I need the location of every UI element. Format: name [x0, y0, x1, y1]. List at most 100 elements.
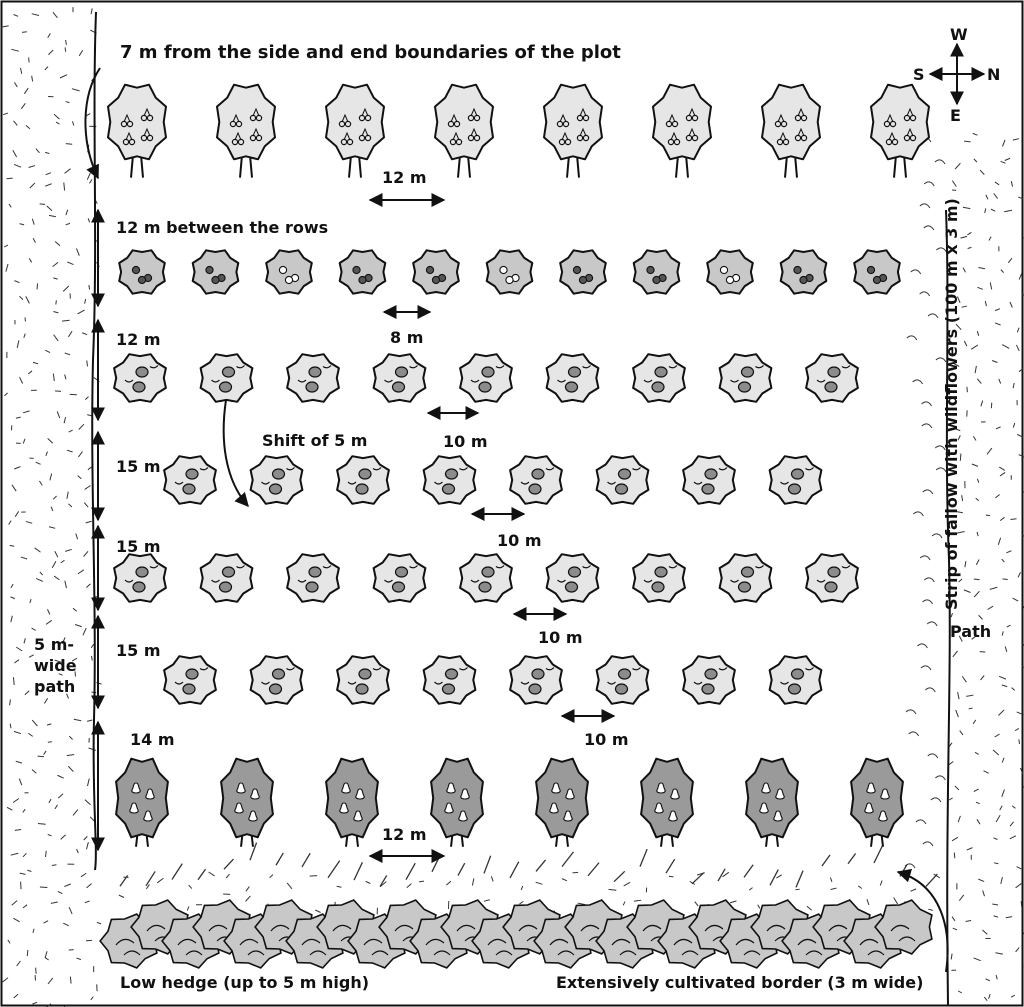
texture-dash: [977, 819, 980, 824]
apple-fruit-icon: [825, 582, 837, 592]
wildflower-mark: [923, 600, 933, 604]
texture-dash: [974, 591, 979, 597]
row-gap-label-1: 12 m between the rows: [116, 218, 328, 237]
texture-dash: [977, 479, 978, 483]
texture-dash: [967, 848, 973, 850]
texture-dash: [49, 527, 55, 529]
texture-dash: [24, 334, 25, 338]
texture-dash: [521, 886, 522, 890]
tree-canopy: [114, 554, 166, 602]
tree-apple: [720, 354, 772, 402]
texture-dash: [12, 485, 16, 491]
texture-dash: [65, 549, 72, 551]
wildflower-mark: [921, 666, 931, 670]
texture-dash: [65, 169, 71, 174]
texture-dash: [33, 362, 38, 363]
texture-dash: [977, 532, 978, 536]
tree-apple: [337, 656, 389, 704]
left-path-label-line2: wide: [34, 656, 77, 675]
texture-dash: [977, 331, 978, 336]
wildflower-mark: [927, 622, 937, 626]
apple-fruit-icon: [566, 582, 578, 592]
tree-canopy: [641, 759, 693, 838]
compass-east-label: E: [950, 106, 961, 125]
texture-dash: [977, 287, 982, 289]
texture-dash: [46, 851, 47, 857]
texture-dash: [995, 323, 1001, 325]
texture-dash: [64, 183, 65, 191]
grass-tick: [744, 865, 753, 878]
tree-pear: [746, 759, 798, 847]
texture-dash: [998, 710, 1004, 716]
plum-fruit-icon: [432, 276, 439, 283]
tree-canopy: [217, 85, 275, 160]
texture-dash: [1002, 758, 1004, 763]
texture-dash: [972, 464, 978, 466]
tree-canopy: [435, 85, 493, 160]
tree-canopy: [337, 656, 389, 704]
tree-canopy: [547, 354, 599, 402]
texture-dash: [1013, 383, 1014, 388]
tree-rows: [108, 85, 929, 847]
texture-dash: [992, 904, 998, 905]
texture-dash: [47, 206, 52, 211]
plum-fruit-icon: [285, 276, 292, 283]
tree-cherry: [762, 85, 820, 178]
texture-dash: [7, 807, 12, 810]
texture-dash: [21, 557, 27, 559]
texture-dash: [66, 210, 68, 215]
grass-tick: [822, 855, 830, 866]
texture-dash: [1013, 423, 1014, 428]
texture-dash: [13, 918, 19, 922]
texture-dash: [46, 620, 52, 624]
row-gap-label-2: 12 m: [116, 330, 161, 349]
texture-dash: [969, 708, 973, 709]
plum-fruit-icon: [720, 266, 727, 273]
texture-dash: [1018, 572, 1020, 577]
apple-fruit-icon: [136, 567, 148, 577]
texture-dash: [776, 875, 781, 878]
top-boundary-note: 7 m from the side and end boundaries of …: [120, 42, 621, 63]
apple-fruit-icon: [739, 582, 751, 592]
texture-dash: [910, 889, 916, 891]
texture-dash: [1002, 631, 1003, 635]
tree-canopy: [510, 656, 562, 704]
apple-fruit-icon: [306, 582, 318, 592]
wildflower-mark: [913, 380, 923, 384]
plum-fruit-icon: [500, 266, 507, 273]
tree-canopy: [683, 656, 735, 704]
texture-dash: [953, 928, 957, 930]
texture-dash: [84, 836, 88, 840]
texture-dash: [40, 572, 43, 575]
apple-fruit-icon: [446, 469, 458, 479]
tree-apple: [770, 456, 822, 504]
texture-dash: [20, 873, 26, 874]
tree-pear: [221, 759, 273, 847]
texture-dash: [999, 379, 1001, 384]
texture-dash: [32, 769, 36, 773]
tree-canopy: [633, 354, 685, 402]
texture-dash: [992, 360, 997, 362]
apple-fruit-icon: [359, 469, 371, 479]
texture-dash: [1004, 210, 1012, 212]
tree-apple: [201, 554, 253, 602]
texture-dash: [187, 907, 189, 911]
texture-dash: [964, 590, 971, 593]
tree-row-4: [164, 456, 821, 504]
tree-apple: [164, 456, 216, 504]
texture-dash: [993, 750, 999, 755]
apple-fruit-icon: [792, 669, 804, 679]
border-label: Extensively cultivated border (3 m wide): [556, 973, 923, 992]
texture-dash: [13, 677, 14, 685]
tree-apple: [374, 354, 426, 402]
apple-fruit-icon: [270, 684, 282, 694]
texture-dash: [9, 521, 12, 525]
tree-apple: [251, 656, 303, 704]
tree-row-5: [114, 554, 858, 602]
texture-dash: [1016, 884, 1022, 888]
apple-fruit-icon: [479, 382, 491, 392]
texture-dash: [189, 885, 192, 889]
texture-dash: [971, 345, 978, 349]
texture-dash: [55, 805, 57, 809]
apple-fruit-icon: [133, 382, 145, 392]
